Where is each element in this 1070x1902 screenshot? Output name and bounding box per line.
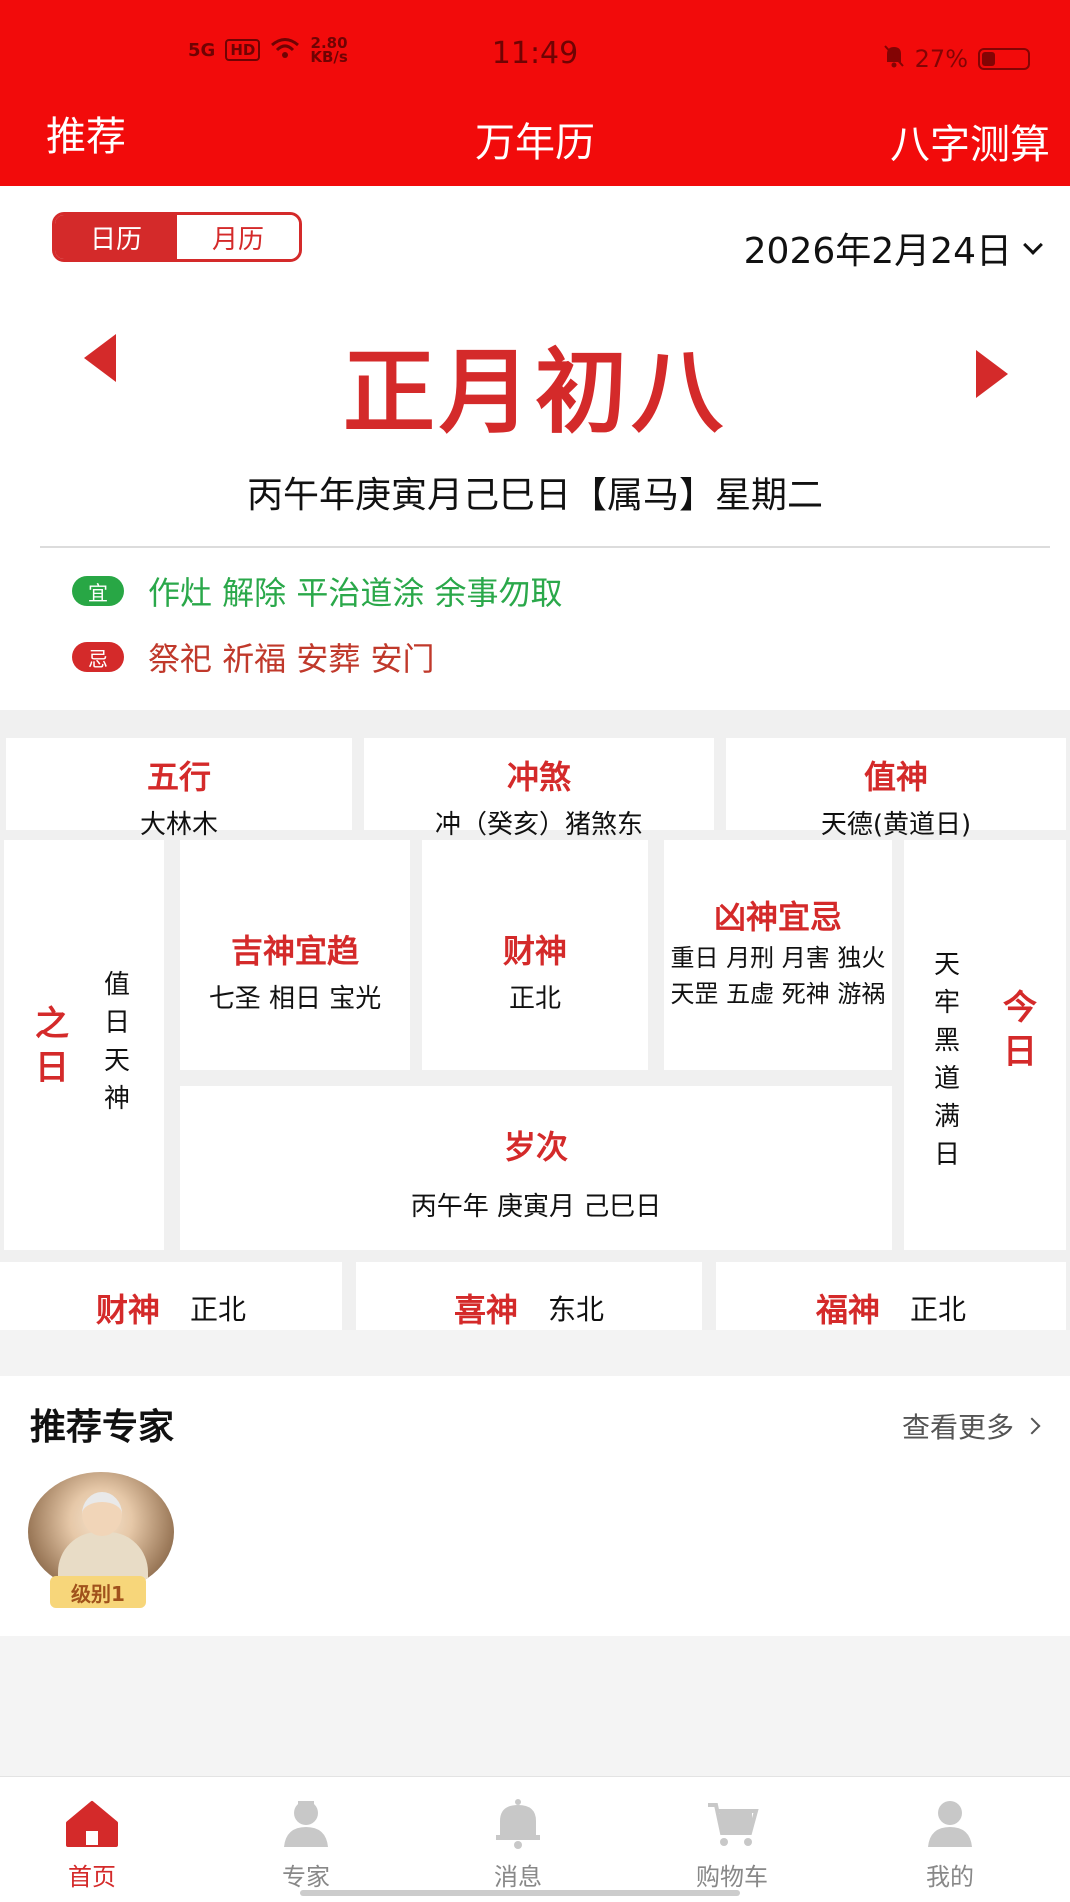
tab-home[interactable]: 首页 [22, 1795, 162, 1892]
jinri-value: 天牢黑道满日 [933, 950, 960, 1170]
zhiri-title: 之日 [35, 1004, 69, 1088]
xiongshen-value: 重日 月刑 月害 独火 天罡 五虚 死神 游祸 [670, 944, 886, 1008]
tab-cart-label: 购物车 [696, 1863, 768, 1891]
caishen-value: 正北 [508, 984, 561, 1014]
expert-level-badge: 级别1 [50, 1576, 146, 1608]
mute-icon [883, 44, 905, 74]
chongsha-value: 冲（癸亥）猪煞东 [434, 810, 643, 840]
wuxing-cell: 五行 大林木 [6, 738, 352, 840]
tab-cart[interactable]: 购物车 [662, 1795, 802, 1892]
tab-month-calendar[interactable]: 月历 [177, 215, 299, 259]
lunar-date: 正月初八 [342, 339, 727, 446]
chongsha-title: 冲煞 [506, 758, 571, 796]
bottom-caishen-title: 财神 [95, 1291, 160, 1329]
bell-icon [488, 1795, 548, 1851]
expert-icon [276, 1795, 336, 1851]
expert-avatar[interactable] [28, 1472, 174, 1592]
chongsha-cell: 冲煞 冲（癸亥）猪煞东 [364, 738, 714, 840]
chevron-down-icon [1023, 235, 1043, 255]
jishen-value: 七圣 相日 宝光 [208, 984, 382, 1014]
user-icon [920, 1795, 980, 1851]
ji-badge: 忌 [72, 642, 124, 672]
app-header: 5G HD 2.80 KB/s 11:49 27% 推荐 万年历 八字测算 [0, 0, 1070, 186]
tab-me-label: 我的 [926, 1863, 974, 1891]
suici-title: 岁次 [503, 1128, 568, 1166]
status-time: 11:49 [491, 36, 579, 71]
wuxing-value: 大林木 [139, 810, 218, 840]
nav-bazi-button[interactable]: 八字测算 [890, 122, 1050, 168]
zhiri-value: 值日天神 [103, 970, 130, 1114]
caishen-cell: 财神 正北 [422, 840, 648, 1070]
fushen-title: 福神 [815, 1291, 880, 1329]
next-day-arrow-icon[interactable] [976, 350, 1008, 398]
tab-day-calendar[interactable]: 日历 [55, 215, 177, 259]
ganzhi-line: 丙午年庚寅月己巳日【属马】星期二 [246, 475, 823, 516]
suici-cell: 岁次 丙午年 庚寅月 己巳日 [180, 1086, 892, 1250]
experts-title: 推荐专家 [30, 1407, 175, 1448]
yi-badge: 宜 [72, 576, 124, 606]
ji-text: 祭祀 祈福 安葬 安门 [148, 640, 435, 678]
calendar-mode-toggle: 日历 月历 [52, 212, 302, 262]
status-right: 27% [883, 44, 1030, 74]
ji-row: 忌 祭祀 祈福 安葬 安门 [72, 634, 435, 680]
tab-home-label: 首页 [68, 1863, 116, 1891]
experts-section: 推荐专家 查看更多 级别1 [0, 1376, 1070, 1636]
nav-title: 万年历 [475, 120, 595, 166]
xiongshen-title: 凶神宜忌 [713, 898, 842, 936]
xishen-value: 东北 [548, 1293, 605, 1326]
jinri-cell: 天牢黑道满日 今日 [904, 840, 1066, 1250]
yi-row: 宜 作灶 解除 平治道涂 余事勿取 [72, 568, 563, 614]
network-indicator: 5G [188, 39, 216, 61]
home-icon [62, 1795, 122, 1851]
jishen-cell: 吉神宜趋 七圣 相日 宝光 [180, 840, 410, 1070]
battery-percent: 27% [914, 45, 968, 73]
fushen-value: 正北 [910, 1293, 967, 1326]
see-more-label: 查看更多 [901, 1411, 1014, 1444]
battery-icon [978, 48, 1030, 70]
home-indicator [300, 1890, 740, 1896]
status-bar: 5G HD 2.80 KB/s 11:49 27% [0, 0, 1070, 105]
tab-expert-label: 专家 [282, 1863, 330, 1891]
zhishen-cell: 值神 天德(黄道日) [726, 738, 1066, 840]
zhishen-title: 值神 [863, 758, 928, 796]
chevron-right-icon [1023, 1417, 1041, 1435]
xiongshen-cell: 凶神宜忌 重日 月刑 月害 独火 天罡 五虚 死神 游祸 [664, 840, 892, 1070]
see-more-link[interactable]: 查看更多 [901, 1406, 1041, 1446]
bottom-caishen-value: 正北 [190, 1293, 247, 1326]
date-picker[interactable]: 2026年2月24日 [743, 222, 1043, 274]
zhiri-cell: 之日 值日天神 [4, 840, 164, 1250]
suici-value: 丙午年 庚寅月 己巳日 [410, 1192, 662, 1222]
tab-messages[interactable]: 消息 [448, 1795, 588, 1892]
status-left: 5G HD 2.80 KB/s [188, 34, 348, 66]
avatar-head [82, 1492, 122, 1536]
bottom-tab-bar: 首页 专家 消息 购物车 我的 [0, 1776, 1070, 1902]
caishen-title: 财神 [502, 932, 567, 970]
tab-expert[interactable]: 专家 [236, 1795, 376, 1892]
section-gap [0, 1330, 1070, 1376]
tab-messages-label: 消息 [494, 1863, 542, 1891]
zhishen-value: 天德(黄道日) [820, 810, 972, 840]
jishen-title: 吉神宜趋 [230, 932, 359, 970]
cart-icon [702, 1795, 762, 1851]
xishen-title: 喜神 [453, 1291, 518, 1329]
net-speed-unit: KB/s [310, 48, 348, 66]
wuxing-title: 五行 [146, 758, 211, 796]
nav-bar: 推荐 万年历 八字测算 [0, 100, 1070, 170]
divider [40, 546, 1050, 548]
hd-badge: HD [225, 39, 261, 61]
prev-day-arrow-icon[interactable] [84, 334, 116, 382]
wifi-icon [270, 37, 300, 64]
jinri-title: 今日 [1003, 988, 1037, 1072]
nav-recommend-button[interactable]: 推荐 [46, 114, 126, 160]
yi-text: 作灶 解除 平治道涂 余事勿取 [148, 574, 563, 612]
net-speed-value: 2.80 [310, 34, 348, 52]
selected-date: 2026年2月24日 [743, 231, 1012, 272]
empty-area [0, 1636, 1070, 1776]
almanac-grid: 五行 大林木 冲煞 冲（癸亥）猪煞东 值神 天德(黄道日) 之日 值日天神 吉神… [0, 710, 1070, 1354]
tab-me[interactable]: 我的 [880, 1795, 1020, 1892]
net-speed: 2.80 KB/s [310, 34, 348, 66]
